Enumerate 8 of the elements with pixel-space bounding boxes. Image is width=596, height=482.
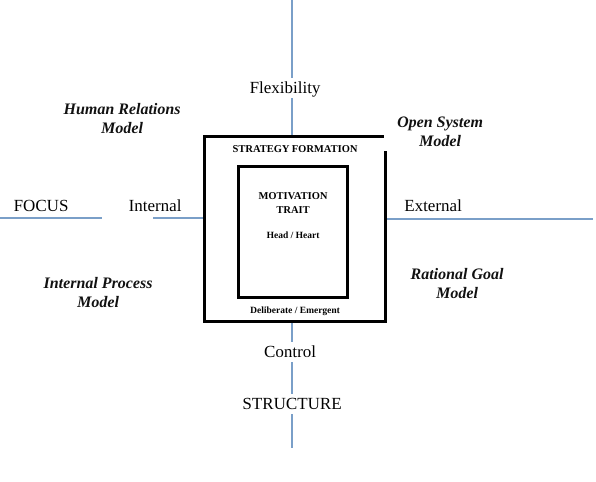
axis-label: Control	[262, 342, 318, 362]
outer-box	[203, 135, 387, 323]
box-title: STRATEGY FORMATION	[232, 143, 358, 156]
box-subtitle: Head / Heart	[266, 230, 320, 242]
axis-label: Flexibility	[248, 78, 322, 98]
inner-box	[237, 165, 349, 299]
box-title: MOTIVATION TRAIT	[257, 190, 329, 218]
box-subtitle: Deliberate / Emergent	[250, 305, 340, 317]
